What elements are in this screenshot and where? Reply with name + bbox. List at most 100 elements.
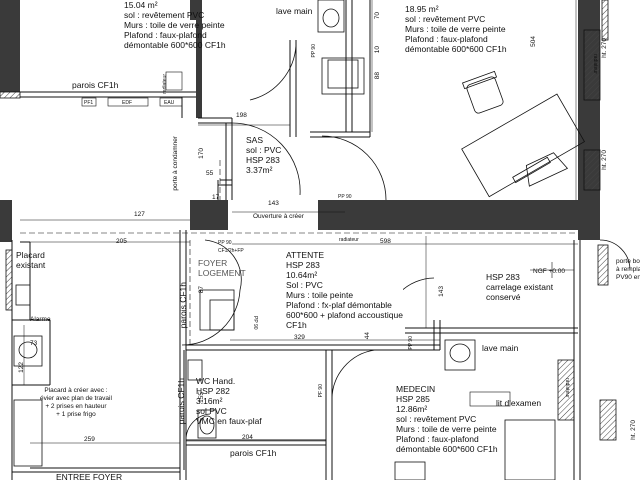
- room-area: 12.86m²: [396, 404, 428, 414]
- room-area: 18.95 m²: [405, 4, 439, 14]
- dim-198: 198: [236, 112, 247, 119]
- room-name: ATTENTE: [286, 250, 325, 260]
- door-swings: [181, 44, 631, 441]
- dim-55: 55: [206, 170, 214, 177]
- room-hsp: HSP 282: [196, 386, 230, 396]
- porte-bois-note: porte bois à remplacer par PV90 en bois …: [616, 258, 640, 282]
- parois-left-2-label: parois CF1h: [176, 378, 186, 425]
- room-hsp: HSP 283: [246, 155, 280, 165]
- dim-10: 10: [374, 46, 381, 54]
- room-floor: Sol : PVC: [286, 280, 323, 290]
- room-ceiling-2: 600*600 + plafond accoustique: [286, 310, 403, 320]
- room-top-left-info: 15.04 m² sol : revêtement PVC Murs : toi…: [124, 0, 226, 50]
- placard-creer-line-2: évier avec plan de travail: [40, 395, 112, 402]
- room-floor: carrelage existant: [486, 282, 554, 292]
- radiateur-3-label: radiateur: [564, 378, 570, 398]
- room-floor: sol : PVC: [246, 145, 282, 155]
- room-area: 15.04 m²: [124, 0, 158, 10]
- room-ceiling: Plafond : faux-plafond: [396, 434, 479, 444]
- room-area: 3.16m²: [196, 396, 223, 406]
- pp90-3-label: PP 90: [218, 240, 232, 246]
- ngf-level: NGF +0.00: [533, 268, 565, 275]
- office-furniture: [394, 70, 586, 480]
- height-270-2: ht. 270: [601, 38, 608, 58]
- lave-main-medecin-label: lave main: [482, 343, 519, 353]
- radiateur-1-label: radiateur: [339, 237, 359, 243]
- room-ceiling-2: démontable 600*600 CF1h: [124, 40, 226, 50]
- placard-line-2: existant: [16, 260, 46, 270]
- placard-line-1: Placard: [16, 250, 45, 260]
- dim-17: 17: [212, 194, 220, 201]
- radiateur-2-label: radiateur: [592, 54, 598, 74]
- pp90-4-label: PP 90: [252, 316, 258, 330]
- hall-details: [469, 262, 574, 407]
- room-medecin-info: MEDECIN HSP 285 12.86m² sol : revêtement…: [396, 384, 498, 454]
- room-walls: Murs : toile peinte: [286, 290, 354, 300]
- placard-creer-note: Placard à créer avec : évier avec plan d…: [40, 387, 112, 419]
- dim-170: 170: [198, 148, 205, 159]
- porte-condamner-label: porte à condamner: [172, 136, 179, 191]
- dim-143-b: 143: [438, 286, 445, 297]
- room-name: SAS: [246, 135, 264, 145]
- dim-259: 259: [84, 436, 95, 443]
- pf1-label: PF1: [84, 100, 94, 106]
- dim-87: 87: [198, 286, 205, 294]
- dim-127: 127: [134, 211, 145, 218]
- room-floor: sol : revêtement PVC: [405, 14, 486, 24]
- dim-205: 205: [116, 238, 127, 245]
- room-floor: sol : revêtement PVC: [396, 414, 477, 424]
- parois-top-label: parois CF1h: [72, 80, 119, 90]
- dim-44: 44: [364, 332, 371, 340]
- edf-label: EDF: [122, 100, 132, 106]
- porte-bois-line-2: à remplacer par: [616, 266, 640, 273]
- entree-foyer-label: ENTREE FOYER: [56, 472, 123, 482]
- room-name: WC Hand.: [196, 376, 236, 386]
- lave-main-top-label: lave main: [276, 6, 313, 16]
- room-sas-info: SAS sol : PVC HSP 283 3.37m²: [246, 135, 281, 175]
- ouverture-label: Ouverture à créer: [252, 213, 305, 220]
- alarme-label: Alarme: [30, 316, 51, 323]
- placard-existant-label: Placard existant: [16, 250, 45, 270]
- room-walls: Murs : toile de verre peinte: [396, 424, 497, 434]
- room-top-right-info: 18.95 m² sol : revêtement PVC Murs : toi…: [405, 4, 507, 54]
- parois-bottom-label: parois CF1h: [230, 448, 277, 458]
- room-attente-info: ATTENTE HSP 283 10.64m² Sol : PVC Murs :…: [286, 250, 403, 330]
- radiateur-4-label: radiateur: [162, 74, 168, 94]
- room-ceiling-2: démontable 600*600 CF1h: [405, 44, 507, 54]
- room-hsp: HSP 283: [486, 272, 520, 282]
- meter-boxes: [81, 71, 183, 107]
- dim-204: 204: [242, 434, 253, 441]
- room-name: MEDECIN: [396, 384, 436, 394]
- room-cf: CF1h: [286, 320, 307, 330]
- room-ceiling: Plafond : faux-plafond: [405, 34, 488, 44]
- dim-88: 88: [374, 72, 381, 80]
- room-ceiling-2: démontable 600*600 CF1h: [396, 444, 498, 454]
- dim-122: 122: [18, 362, 25, 373]
- cf-label: CF1/2h+FP: [218, 248, 244, 254]
- dim-73: 73: [30, 340, 38, 347]
- foyer-line-1: FOYER: [198, 258, 228, 268]
- dim-70: 70: [374, 12, 381, 20]
- room-ceiling: Plafond : faux-plafond: [124, 30, 207, 40]
- room-hsp: HSP 283: [286, 260, 320, 270]
- room-floor-2: conservé: [486, 292, 521, 302]
- dim-155: 155: [198, 392, 205, 403]
- placard-creer-line-3: + 2 prises en hauteur: [45, 403, 107, 410]
- room-vmc: VMC en faux-plaf: [196, 416, 262, 426]
- room-ceiling: Plafond : fx-plaf démontable: [286, 300, 392, 310]
- room-hall-info: HSP 283 carrelage existant conservé: [486, 272, 553, 302]
- room-area: 3.37m²: [246, 165, 273, 175]
- partitions: [11, 0, 581, 480]
- pp90-5-label: PP 90: [408, 336, 414, 350]
- foyer-line-2: LOGEMENT: [198, 268, 246, 278]
- height-270-1: ht. 270: [601, 150, 608, 170]
- room-area: 10.64m²: [286, 270, 318, 280]
- room-wc-info: WC Hand. HSP 282 3.16m² sol PVC VMC en f…: [196, 376, 262, 426]
- dashed-lines: [20, 160, 578, 345]
- pf90-label: PF 90: [318, 384, 324, 398]
- room-hsp: HSP 285: [396, 394, 430, 404]
- fixtures: [13, 0, 476, 467]
- room-walls: Murs : toile de verre peinte: [405, 24, 506, 34]
- room-floor: sol : revêtement PVC: [124, 10, 205, 20]
